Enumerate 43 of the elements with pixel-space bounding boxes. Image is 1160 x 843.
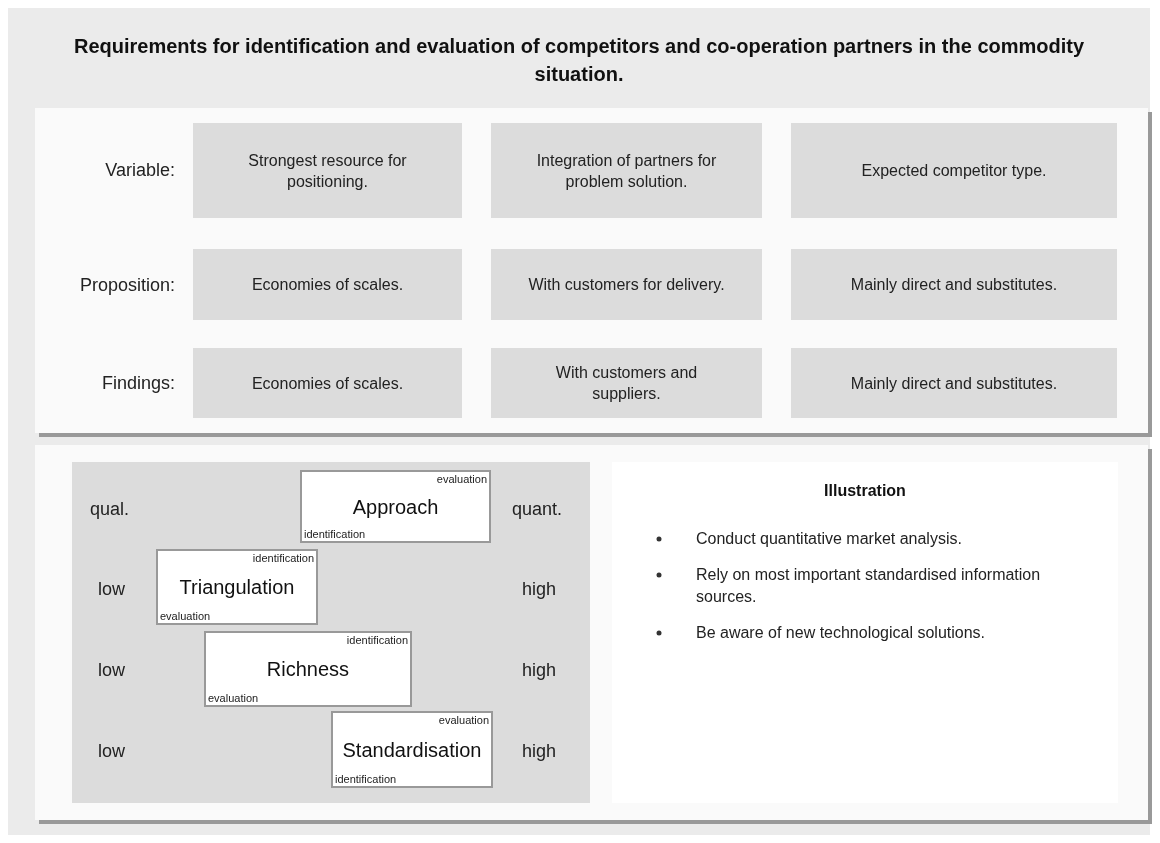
axis-label: low — [98, 659, 125, 681]
axis-label: qual. — [90, 498, 130, 520]
table-cell: Economies of scales. — [193, 249, 462, 320]
table-cell: With customers and suppliers. — [491, 348, 762, 418]
method-box — [331, 711, 493, 788]
axis-label: high — [522, 578, 557, 600]
corner-note: identification — [304, 528, 366, 540]
illustration-card — [612, 462, 1118, 803]
method-title: Approach — [351, 494, 440, 519]
axis-label: Variable: — [105, 159, 175, 181]
corner-note: evaluation — [208, 692, 259, 704]
diagram-title: Requirements for identification and evaluation of competitors and co-operation partners in the commodity situation. — [72, 34, 1086, 87]
table-cell: Integration of partners for problem solution. — [491, 123, 762, 218]
table-cell: Strongest resource for positioning. — [193, 123, 462, 218]
axis-label: low — [98, 740, 125, 762]
card-heading: Illustration — [823, 482, 907, 500]
method-title: Standardisation — [341, 737, 483, 762]
table-cell: Mainly direct and substitutes. — [791, 249, 1117, 320]
axis-label: high — [522, 659, 557, 681]
method-box — [156, 549, 318, 625]
corner-note: identification — [335, 773, 397, 785]
corner-note: identification — [346, 634, 408, 646]
method-box — [204, 631, 412, 707]
axis-label: low — [98, 578, 125, 600]
table-cell: With customers for delivery. — [491, 249, 762, 320]
method-box — [300, 470, 491, 543]
bullet-text: Rely on most important standardised information sources. — [696, 565, 1042, 607]
corner-note: identification — [252, 552, 314, 564]
bullet-text: Be aware of new technological solutions. — [696, 623, 986, 643]
corner-note: evaluation — [160, 610, 211, 622]
table-cell: Economies of scales. — [193, 348, 462, 418]
axis-label: Findings: — [101, 372, 175, 394]
bullet-text: Conduct quantitative market analysis. — [696, 529, 962, 549]
table-cell: Mainly direct and substitutes. — [791, 348, 1117, 418]
axis-label: high — [522, 740, 557, 762]
corner-note: evaluation — [438, 714, 489, 726]
method-title: Triangulation — [178, 575, 296, 599]
method-title: Richness — [265, 657, 351, 681]
corner-note: evaluation — [436, 473, 487, 485]
axis-label: Proposition: — [79, 274, 175, 296]
axis-label: quant. — [512, 498, 563, 520]
scale-panel — [72, 462, 590, 803]
table-cell: Expected competitor type. — [791, 123, 1117, 218]
